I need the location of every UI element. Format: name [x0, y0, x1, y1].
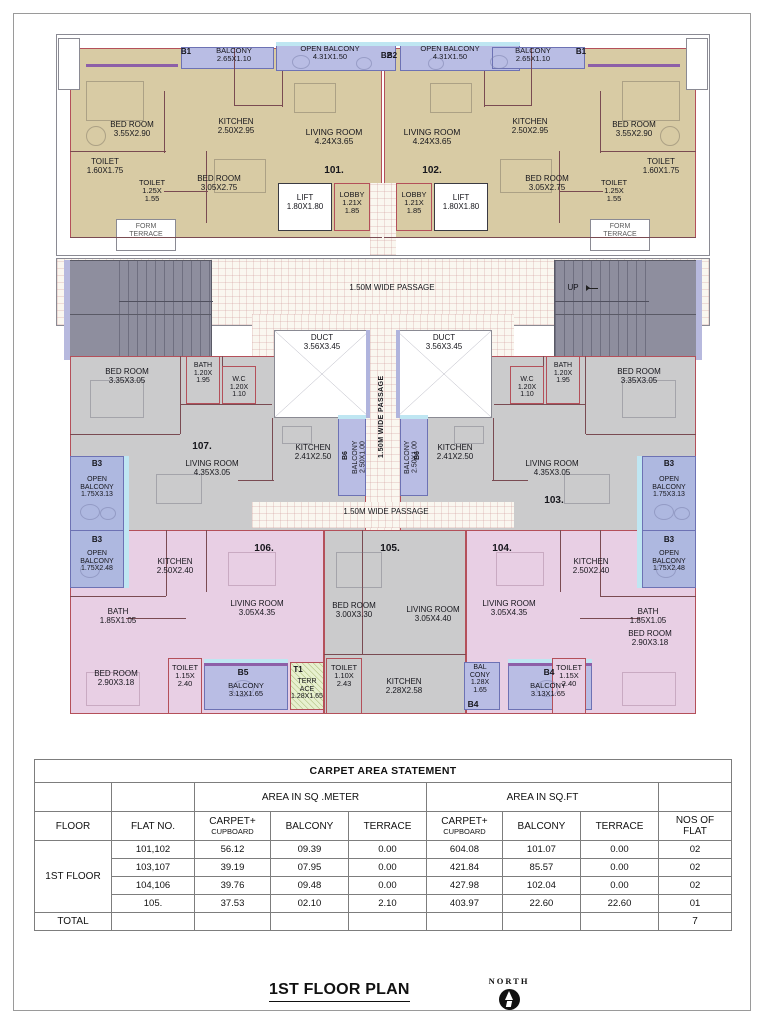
cell-balcony-ft: 22.60: [501, 894, 581, 913]
cell-carpet-m: 39.76: [194, 876, 271, 895]
group-header-sqm: AREA IN SQ .METER: [194, 782, 427, 812]
lift-left: [278, 183, 332, 231]
north-label: NORTH: [488, 976, 530, 986]
table-row: 1ST FLOOR 101,102 56.12 09.39 0.00 604.0…: [34, 840, 732, 913]
cell-flat-no: 105.: [111, 894, 195, 913]
table-row: 104,106 39.76 09.48 0.00 427.98 102.04 0…: [35, 876, 732, 895]
cell-carpet-m: 56.12: [194, 840, 271, 859]
total-empty-6: [501, 912, 581, 931]
cell-flat-no: 103,107: [111, 858, 195, 877]
cell-flat-no: 104,106: [111, 876, 195, 895]
flat-106-balcony-b3: [70, 530, 124, 588]
cell-balcony-ft: 102.04: [501, 876, 581, 895]
cell-balcony-m: 09.48: [269, 876, 349, 895]
cell-carpet-ft: 421.84: [425, 858, 503, 877]
table-row: 105. 37.53 02.10 2.10 403.97 22.60 22.60…: [35, 894, 732, 913]
drawing-sheet: B1 BALCONY 2.65X1.10 OPEN BALCONY 4.31X1…: [13, 13, 751, 1011]
total-empty-1: [111, 912, 195, 931]
total-empty-4: [347, 912, 427, 931]
cell-carpet-ft: 604.08: [425, 840, 503, 859]
cell-nos: 02: [658, 840, 732, 859]
duct-right: [396, 330, 492, 418]
empty-cell-nos: [658, 782, 732, 812]
col-terrace-sqm: TERRACE: [347, 811, 427, 841]
carpet-area-statement-table: CARPET AREA STATEMENT AREA IN SQ .METER …: [34, 759, 732, 931]
cell-terrace-ft: 0.00: [579, 876, 660, 895]
table-total-row: TOTAL 7: [34, 912, 732, 931]
cell-balcony-m: 02.10: [269, 894, 349, 913]
total-empty-3: [269, 912, 349, 931]
flat-106-toilet: [168, 658, 202, 714]
cell-terrace-m: 0.00: [347, 840, 427, 859]
col-carpet-main-ft: CARPET+: [441, 816, 488, 827]
col-flat-no: FLAT NO.: [111, 811, 195, 841]
flat-103-bath: [546, 356, 580, 404]
middle-block: UP: [56, 314, 710, 532]
flat-104-balcony-b3: [642, 530, 696, 588]
cell-carpet-ft: 403.97: [425, 894, 503, 913]
lobby-left: [334, 183, 370, 231]
col-carpet-main: CARPET+: [209, 816, 256, 827]
cell-carpet-m: 39.19: [194, 858, 271, 877]
cell-nos: 02: [658, 858, 732, 877]
cell-terrace-ft: 22.60: [579, 894, 660, 913]
group-header-sqft: AREA IN SQ.FT: [425, 782, 660, 812]
col-carpet-sub-ft: CUPBOARD: [443, 827, 486, 836]
cell-terrace-m: 0.00: [347, 858, 427, 877]
north-indicator: NORTH: [474, 976, 544, 1010]
duct-left: [274, 330, 370, 418]
cell-balcony-m: 09.39: [269, 840, 349, 859]
flat-103-wc: [510, 366, 544, 404]
empty-cell-flat: [111, 782, 195, 812]
cell-balcony-ft: 101.07: [501, 840, 581, 859]
cell-terrace-ft: 0.00: [579, 858, 660, 877]
cell-carpet-m: 37.53: [194, 894, 271, 913]
flat-105-terrace-t1: [290, 662, 324, 710]
total-nos: 7: [658, 912, 732, 931]
page-title: 1ST FLOOR PLAN: [269, 981, 410, 1002]
col-nos-of-flat: NOS OF FLAT: [658, 811, 732, 841]
lift-right: [434, 183, 488, 231]
staircase-right-lower: [554, 314, 702, 361]
north-compass-icon: [498, 989, 520, 1010]
col-carpet-sqft: CARPET+ CUPBOARD: [425, 811, 503, 841]
cell-balcony-m: 07.95: [269, 858, 349, 877]
lobby-right: [396, 183, 432, 231]
col-carpet-sqm: CARPET+ CUPBOARD: [194, 811, 271, 841]
cell-terrace-m: 0.00: [347, 876, 427, 895]
col-terrace-sqft: TERRACE: [579, 811, 660, 841]
total-empty-2: [194, 912, 271, 931]
form-terrace-left: [116, 219, 176, 251]
total-label: TOTAL: [34, 912, 112, 931]
flat-103-balcony-b6: [400, 418, 428, 496]
empty-cell-floor: [34, 782, 112, 812]
cell-carpet-ft: 427.98: [425, 876, 503, 895]
flat-105-toilet: [326, 658, 362, 714]
cell-flat-no: 101,102: [111, 840, 195, 859]
col-balcony-sqft: BALCONY: [501, 811, 581, 841]
floor-label: 1ST FLOOR: [34, 840, 112, 913]
col-carpet-sub: CUPBOARD: [211, 827, 254, 836]
flat-107-bath: [186, 356, 220, 404]
col-balcony-sqm: BALCONY: [269, 811, 349, 841]
cell-nos: 01: [658, 894, 732, 913]
flat-101-balcony-b1: [181, 47, 274, 69]
cell-balcony-ft: 85.57: [501, 858, 581, 877]
staircase-left-lower: [64, 314, 213, 361]
col-floor: FLOOR: [34, 811, 112, 841]
lower-block: B3 OPEN BALCONY 1.75X2.48 KITCHEN 2.50X2…: [56, 522, 710, 722]
cell-terrace-m: 2.10: [347, 894, 427, 913]
sheet-footer: 1ST FLOOR PLAN NORTH: [14, 976, 752, 1024]
flat-105-balcony-b4: [464, 662, 500, 710]
cell-nos: 02: [658, 876, 732, 895]
total-empty-7: [579, 912, 660, 931]
form-terrace-right: [590, 219, 650, 251]
upper-block: B1 BALCONY 2.65X1.10 OPEN BALCONY 4.31X1…: [56, 31, 710, 258]
total-empty-5: [425, 912, 503, 931]
cell-terrace-ft: 0.00: [579, 840, 660, 859]
flat-107-wc: [222, 366, 256, 404]
table-title: CARPET AREA STATEMENT: [34, 759, 732, 783]
table-row: 103,107 39.19 07.95 0.00 421.84 85.57 0.…: [35, 858, 732, 877]
flat-107-balcony-b6: [338, 418, 366, 496]
